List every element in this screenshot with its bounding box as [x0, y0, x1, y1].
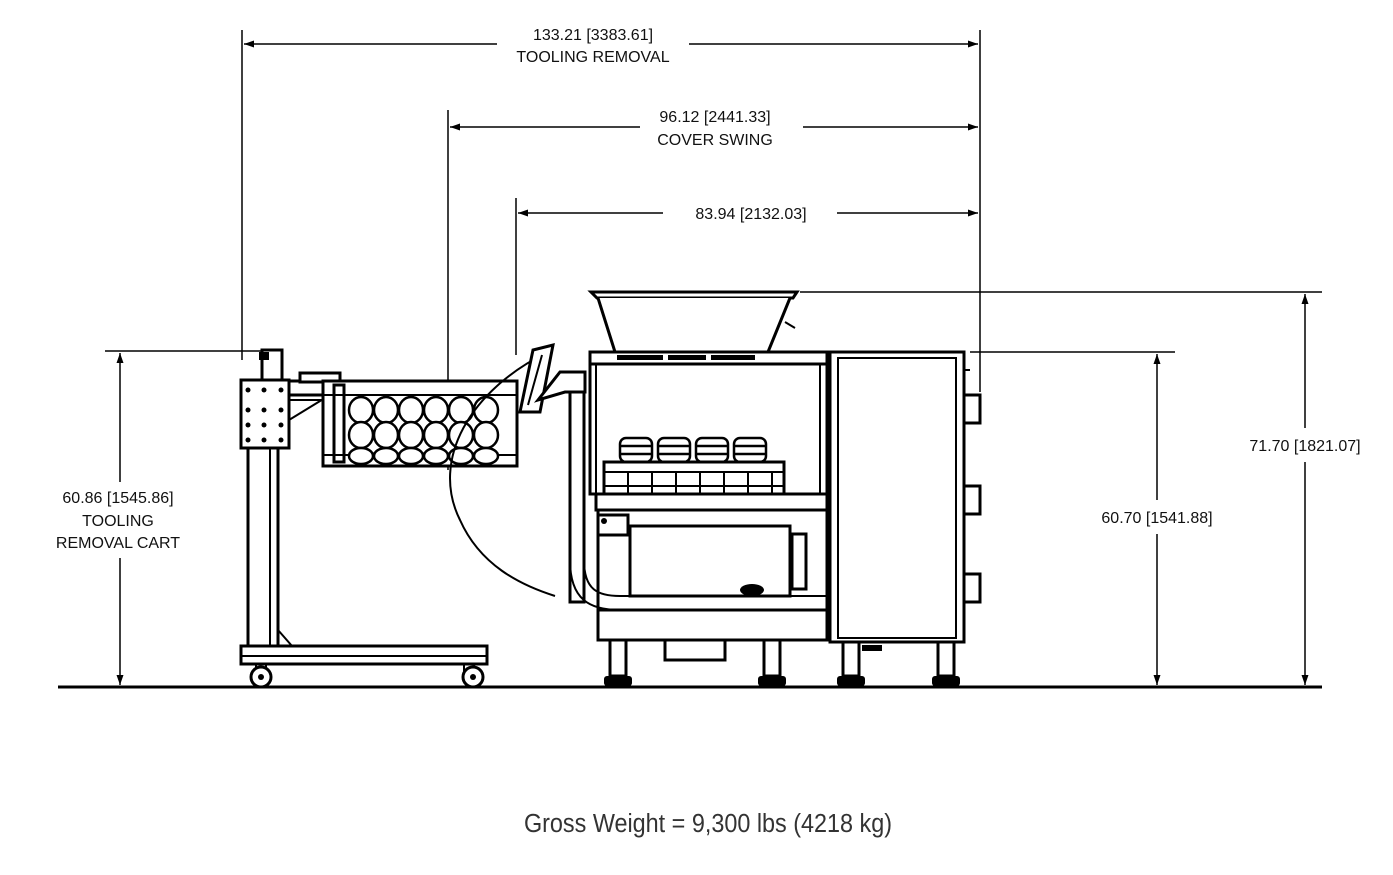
- cart-height-value: 60.86 [1545.86]: [62, 490, 173, 507]
- cover-swing-arc: [449, 342, 587, 597]
- machine-legs: [604, 638, 960, 686]
- cart-height-label-2: REMOVAL CART: [56, 535, 180, 552]
- cover-swing-label: COVER SWING: [657, 132, 773, 149]
- cabinet-hinges: [962, 393, 982, 604]
- overall-height-value: 71.70 [1821.07]: [1249, 438, 1360, 455]
- tooling-removal-label: TOOLING REMOVAL: [516, 49, 669, 66]
- cover-swing-value: 96.12 [2441.33]: [659, 109, 770, 126]
- overall-length-value: 83.94 [2132.03]: [695, 206, 806, 223]
- cart-height-label-1: TOOLING: [82, 513, 154, 530]
- tooling-removal-cart: [239, 348, 519, 689]
- tooling-drum-cavities: [347, 395, 500, 466]
- gross-weight-text: Gross Weight = 9,300 lbs (4218 kg): [524, 810, 892, 838]
- dimension-labels: 133.21 [3383.61] TOOLING REMOVAL 96.12 […: [56, 27, 1361, 552]
- main-machine: [568, 290, 982, 686]
- tooling-removal-value: 133.21 [3383.61]: [533, 27, 653, 44]
- machine-height-value: 60.70 [1541.88]: [1101, 510, 1212, 527]
